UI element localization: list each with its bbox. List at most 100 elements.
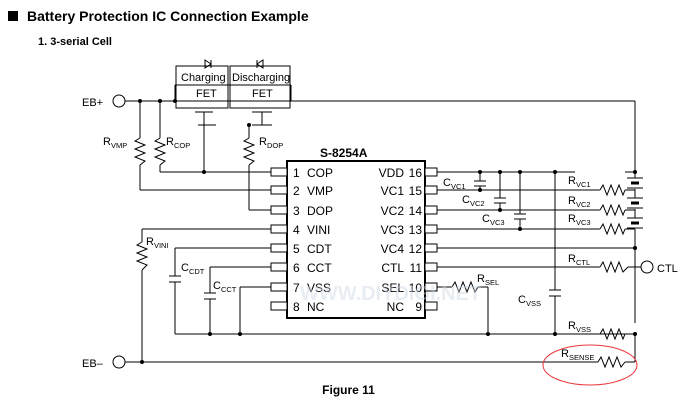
pin-4-name: VINI — [307, 223, 330, 237]
svg-text:RVSS: RVSS — [568, 320, 591, 334]
resistor-r-sense: RSENSE — [561, 348, 626, 369]
pin-10-number: 10 — [409, 281, 423, 295]
c-vc2-letter: C — [462, 194, 470, 206]
r-vc2-letter: R — [568, 195, 576, 207]
r-cop-subscript: COP — [174, 141, 190, 150]
svg-text:RVINI: RVINI — [146, 236, 169, 250]
resistor-r-dop: RDOP — [242, 136, 283, 166]
svg-text:CVC2: CVC2 — [462, 194, 485, 208]
pin-11-number: 11 — [410, 261, 423, 275]
pin-9-name: NC — [387, 300, 405, 314]
section-heading: Battery Protection IC Connection Example — [8, 8, 309, 24]
r-vmp-subscript: VMP — [111, 141, 127, 150]
r-sel-subscript: SEL — [485, 278, 499, 287]
pin-7-number: 7 — [293, 281, 300, 295]
pin-11-name: CTL — [381, 261, 404, 275]
resistor-r-vc3: RVC3 — [568, 213, 626, 236]
body-diode-icon — [256, 59, 264, 69]
c-vc3-letter: C — [482, 213, 490, 225]
body-diode-icon — [204, 59, 212, 69]
svg-text:RCTL: RCTL — [568, 253, 590, 267]
svg-text:RCOP: RCOP — [166, 136, 190, 150]
charging-fet: Charging FET — [175, 59, 229, 113]
pin-15-number: 15 — [409, 184, 423, 198]
pin-14-name: VC2 — [381, 204, 405, 218]
wiring — [125, 84, 641, 363]
svg-text:CCCT: CCCT — [213, 280, 237, 294]
r-cop-letter: R — [166, 136, 174, 148]
pin-5-name: CDT — [307, 242, 332, 256]
subsection-heading: 1. 3-serial Cell — [38, 36, 112, 48]
r-vini-subscript: VINI — [154, 241, 169, 250]
svg-text:CVSS: CVSS — [518, 294, 541, 308]
pin-13-name: VC3 — [381, 223, 405, 237]
r-vc3-subscript: VC3 — [576, 218, 591, 227]
r-vc1-subscript: VC1 — [576, 180, 591, 189]
pin-4-number: 4 — [293, 223, 300, 237]
resistor-r-sel: RSEL — [451, 273, 499, 294]
c-cct-subscript: CCT — [221, 285, 237, 294]
c-vc3-subscript: VC3 — [490, 218, 505, 227]
figure-caption: Figure 11 — [322, 383, 375, 397]
pin-7-name: VSS — [307, 281, 331, 295]
watermark-text: WWW.DIYDIGI.NET — [300, 283, 481, 305]
resistor-r-vc1: RVC1 — [568, 175, 626, 197]
pin-1-name: COP — [307, 166, 333, 180]
terminal-ctl: CTL — [640, 260, 678, 275]
r-vc3-letter: R — [568, 213, 576, 225]
pin-3-name: DOP — [307, 204, 333, 218]
capacitor-c-vc1: CVC1 — [443, 177, 486, 191]
svg-text:CVC3: CVC3 — [482, 213, 505, 227]
charging-fet-type: FET — [196, 88, 217, 100]
svg-text:RVC2: RVC2 — [568, 195, 591, 209]
resistor-r-vc2: RVC2 — [568, 195, 626, 217]
terminal-eb-plus-label: EB+ — [82, 97, 103, 109]
pin-3-number: 3 — [293, 204, 300, 218]
c-vss-letter: C — [518, 294, 526, 306]
c-vc2-subscript: VC2 — [470, 199, 485, 208]
resistor-r-ctl: RCTL — [568, 253, 629, 274]
terminal-ctl-label: CTL — [657, 263, 678, 275]
r-dop-subscript: DOP — [267, 141, 283, 150]
r-sel-letter: R — [477, 273, 485, 285]
resistor-r-vss: RVSS — [568, 320, 626, 341]
ic-name: S-8254A — [320, 146, 368, 160]
r-sense-subscript: SENSE — [569, 353, 594, 362]
terminal-eb-minus: EB– — [82, 355, 126, 370]
r-vc1-letter: R — [568, 175, 576, 187]
battery-cells — [627, 177, 643, 229]
pin-2-number: 2 — [293, 184, 300, 198]
c-vc1-letter: C — [443, 177, 451, 189]
svg-text:CVC1: CVC1 — [443, 177, 466, 191]
capacitor-c-vss: CVSS — [518, 289, 561, 308]
pin-12-number: 12 — [409, 242, 423, 256]
terminal-eb-minus-label: EB– — [82, 358, 104, 370]
c-vc1-subscript: VC1 — [451, 182, 466, 191]
pin-8-number: 8 — [293, 300, 300, 314]
c-cdt-subscript: CDT — [189, 267, 205, 276]
svg-text:CCDT: CCDT — [181, 262, 205, 276]
c-cct-letter: C — [213, 280, 221, 292]
discharging-fet-label: Discharging — [232, 72, 290, 84]
r-ctl-letter: R — [568, 253, 576, 265]
discharging-fet-type: FET — [252, 88, 273, 100]
pin-6-name: CCT — [307, 261, 332, 275]
pin-10-name: SEL — [381, 281, 404, 295]
section-heading-text: Battery Protection IC Connection Example — [27, 8, 309, 24]
pin-16-number: 16 — [409, 166, 423, 180]
terminal-eb-plus: EB+ — [82, 94, 126, 109]
svg-text:RSENSE: RSENSE — [561, 348, 594, 362]
r-vss-subscript: VSS — [576, 325, 591, 334]
r-ctl-subscript: CTL — [576, 258, 590, 267]
pin-9-number: 9 — [415, 300, 422, 314]
pin-16-name: VDD — [379, 166, 405, 180]
charging-fet-label: Charging — [181, 72, 226, 84]
svg-text:RSEL: RSEL — [477, 273, 499, 287]
r-vc2-subscript: VC2 — [576, 200, 591, 209]
r-sense-letter: R — [561, 348, 569, 360]
svg-text:RDOP: RDOP — [259, 136, 283, 150]
svg-text:RVMP: RVMP — [103, 136, 127, 150]
r-dop-letter: R — [259, 136, 267, 148]
